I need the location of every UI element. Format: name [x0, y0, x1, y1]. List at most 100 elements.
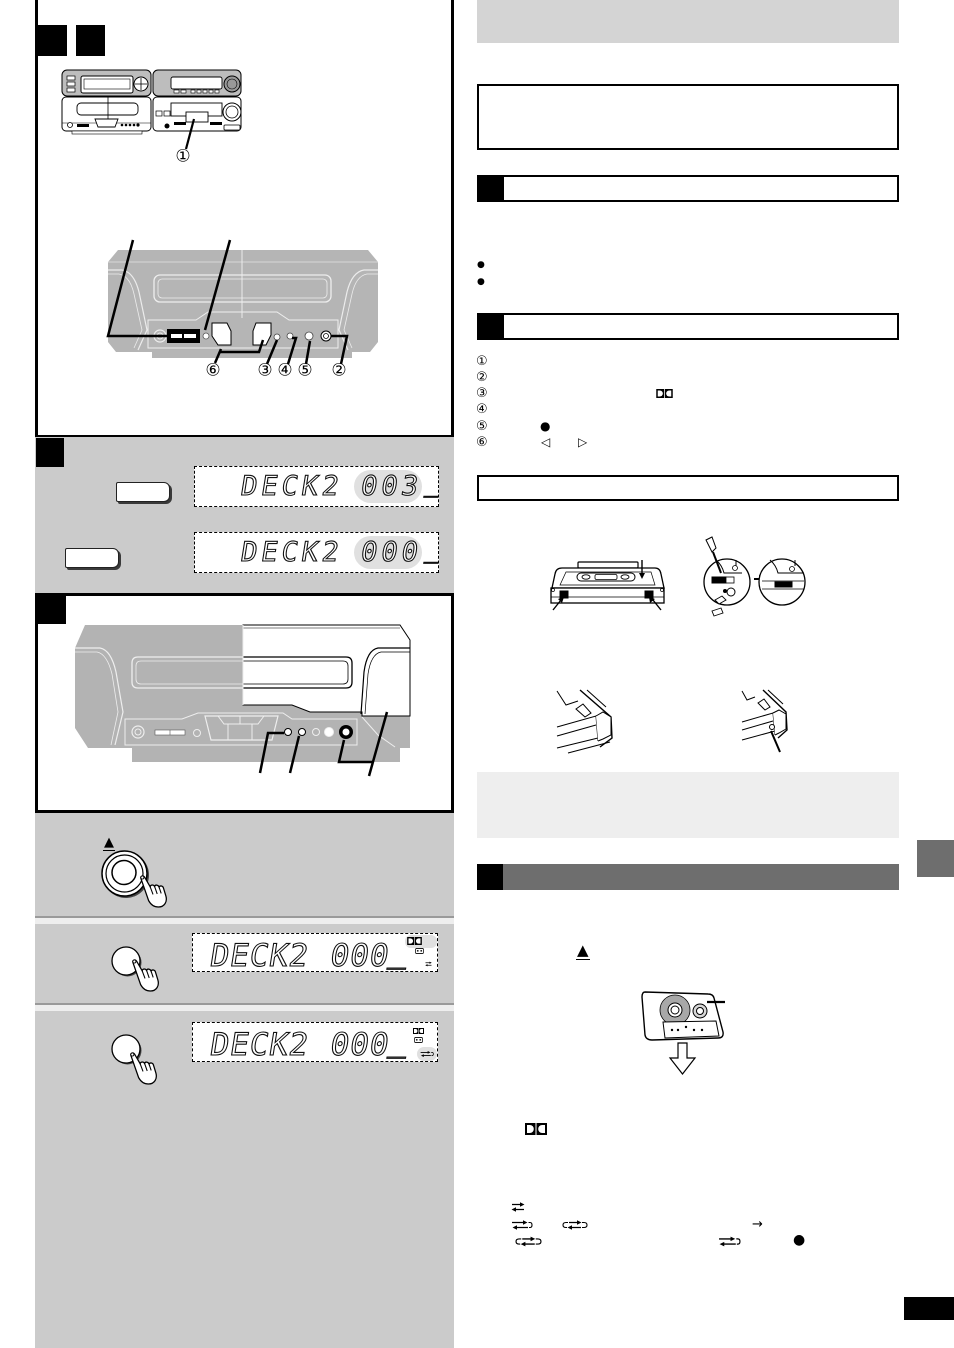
lcd-value-highlight: [354, 470, 422, 503]
dolby-nr-icon: [407, 937, 422, 945]
leader-lines: [106, 239, 349, 365]
lcd-counter-value: 000: [327, 937, 393, 972]
lcd-display-counter-1: DECK2 003 _: [194, 466, 439, 507]
mode-button-illustration: [111, 1034, 157, 1085]
dolby-nr-icon: [525, 1123, 547, 1135]
item-number: ③: [476, 386, 488, 401]
cassette-door-open: [242, 624, 411, 717]
one-cycle-mode-icon: [718, 1236, 741, 1247]
pressing-hand-icon: [130, 1052, 157, 1085]
cassette-corner-tab-covered: [741, 689, 788, 753]
eject-icon: ▲: [103, 835, 115, 851]
record-icon: ●: [793, 1232, 806, 1248]
cassette-tips-header-box: [477, 475, 899, 501]
note-box: [477, 772, 899, 838]
lcd-label: DECK2: [238, 470, 345, 502]
callout-3: ③: [257, 360, 273, 381]
cassette-erasure-tabs-illustration: [550, 536, 806, 617]
lcd-cursor: _: [423, 467, 439, 499]
counter-button-group: [167, 329, 200, 343]
tab-removed-illustration: [758, 558, 806, 606]
section-marker: [477, 313, 504, 340]
callout-1: ①: [175, 146, 191, 167]
continuous-mode-icon: [562, 1220, 588, 1230]
parts-list-item-1: ①: [476, 354, 896, 369]
one-cycle-mode-icon: [511, 1220, 533, 1230]
item-number: ④: [476, 402, 488, 417]
reverse-direction-icon: ◁: [541, 435, 551, 449]
one-side-mode-icon: [511, 1202, 525, 1212]
parts-list-item-5: ⑤ ●: [476, 419, 896, 434]
deck-2-body: [75, 624, 411, 762]
figure-marker-b: [36, 596, 66, 624]
lcd-label: DECK2: [238, 536, 345, 568]
section-header-4: [477, 864, 899, 890]
parts-list-item-2: ②: [476, 370, 896, 385]
pressing-hand-icon: [132, 959, 159, 992]
leader-lines: [258, 711, 389, 777]
pressing-hand-icon: [140, 875, 167, 908]
cassette-tabs-illustration: [550, 561, 665, 604]
figure-marker-1: [35, 25, 67, 56]
forward-direction-icon: ▷: [578, 435, 588, 449]
insert-arrow-down-icon: [668, 1042, 697, 1075]
system-overview-illustration: [61, 69, 242, 150]
cassette-corner-tab-intact: [556, 689, 613, 754]
indicator-highlight: [417, 1047, 437, 1061]
arrow-right-icon: →: [752, 1217, 763, 1232]
record-icon: ●: [540, 419, 551, 433]
item-number: ②: [476, 370, 488, 385]
system-top-right-unit: [152, 69, 242, 97]
continuous-mode-icon: [515, 1236, 542, 1247]
intro-note-box: [477, 84, 899, 150]
step-marker-counter: [36, 438, 64, 467]
deck-2-controls: [131, 715, 353, 741]
nr-button-illustration: [111, 946, 159, 992]
tab-removal-illustration: [703, 536, 751, 617]
system-bottom-right-unit: [152, 96, 242, 132]
tape-icon: [415, 948, 424, 954]
callout-4: ④: [277, 360, 293, 381]
section-header-1: [477, 175, 899, 202]
item-number: ⑤: [476, 419, 488, 434]
lcd-counter-value: 003: [358, 470, 425, 502]
operation-steps-panel: [35, 813, 454, 1348]
system-top-left-unit: [61, 69, 152, 97]
item-number: ⑥: [476, 435, 488, 450]
step-divider-1-highlight: [35, 918, 454, 924]
callout-5: ⑤: [297, 360, 313, 381]
bullet-2: ●: [477, 277, 485, 287]
one-side-mode-icon: [425, 961, 432, 967]
page-header-bar: [477, 0, 899, 43]
lcd-display-nr: DECK2 000 _: [192, 933, 438, 972]
callout-2: ②: [331, 360, 347, 381]
step-divider-2: [35, 1003, 454, 1005]
cassette-corner-illustrations: [556, 689, 788, 754]
lcd-counter-value: 000: [358, 536, 425, 568]
parts-list-item-3: ③: [476, 386, 896, 401]
cassette-insert-illustration: [641, 991, 725, 1075]
counter-reset-button-illustration: [116, 482, 170, 502]
step-divider-2-highlight: [35, 1005, 454, 1011]
deck-2-front-illustration: [75, 624, 411, 777]
lcd-display-counter-2: DECK2 000 _: [194, 532, 439, 573]
eject-button-illustration: [101, 850, 167, 908]
figure-marker-2: [76, 25, 105, 56]
eject-icon: ▲: [576, 941, 590, 960]
lcd-counter-value: 000: [327, 1026, 393, 1062]
arrow-icons: [552, 560, 662, 611]
chapter-tab: [917, 840, 954, 877]
section-marker: [477, 864, 503, 890]
one-cycle-mode-icon: [420, 1050, 434, 1058]
lcd-label: DECK2: [207, 1026, 312, 1062]
display-button-illustration: [65, 548, 119, 568]
section-marker: [477, 175, 504, 202]
tape-direction-right-button: [252, 322, 272, 346]
callout-6: ⑥: [205, 360, 221, 381]
deck-body: [108, 250, 378, 358]
step-divider-1: [35, 916, 454, 918]
parts-list-item-6: ⑥ ◁ ▷: [476, 435, 896, 450]
parts-list-item-4: ④: [476, 402, 896, 417]
cassette-icon: [641, 991, 725, 1041]
dolby-nr-icon: [656, 389, 673, 398]
